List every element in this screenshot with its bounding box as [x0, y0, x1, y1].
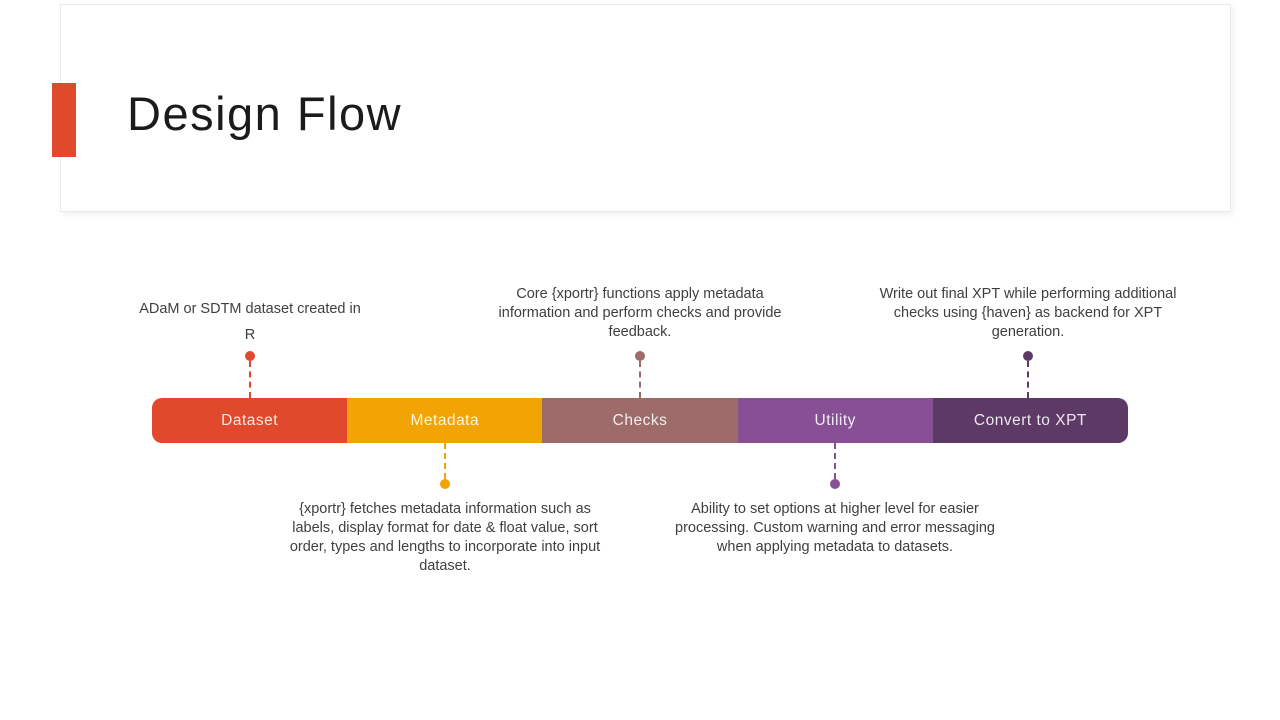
connector-dot — [635, 351, 645, 361]
connector-dot — [245, 351, 255, 361]
stage-metadata-label: Metadata — [410, 411, 480, 429]
stage-metadata-description: {xportr} fetches metadata information su… — [289, 501, 601, 575]
stage-utility-label: Utility — [814, 411, 856, 429]
stage-utility: Utility — [737, 398, 933, 443]
stage-checks: Checks — [542, 398, 738, 443]
connector-line — [639, 361, 641, 398]
process-bar: Dataset Metadata Checks Utility Convert … — [152, 398, 1128, 443]
stage-dataset-description: ADaM or SDTM dataset created in R — [139, 301, 361, 344]
connector-line — [834, 443, 836, 479]
connector-dot — [830, 479, 840, 489]
stage-dataset: Dataset — [152, 398, 348, 443]
connector-dot — [1023, 351, 1033, 361]
stage-convert-to-xpt-description: Write out final XPT while performing add… — [879, 286, 1177, 341]
connector-line — [444, 443, 446, 479]
page-title: Design Flow — [127, 87, 403, 140]
title-box — [60, 4, 1231, 212]
connector-checks — [635, 351, 645, 398]
connector-dot — [440, 479, 450, 489]
connector-utility — [830, 443, 840, 489]
stage-utility-description: Ability to set options at higher level f… — [675, 501, 995, 556]
connector-dataset — [245, 351, 255, 398]
stage-checks-label: Checks — [612, 411, 668, 429]
stage-metadata: Metadata — [347, 398, 543, 443]
stage-convert-to-xpt-label: Convert to XPT — [973, 411, 1087, 429]
connector-convert-to-xpt — [1023, 351, 1033, 398]
stage-convert-to-xpt: Convert to XPT — [932, 398, 1128, 443]
connector-line — [1027, 361, 1029, 398]
title-accent-bar — [52, 83, 76, 157]
connector-line — [249, 361, 251, 398]
connector-metadata — [440, 443, 450, 489]
stage-checks-description: Core {xportr} functions apply metadata i… — [498, 286, 782, 341]
stage-dataset-label: Dataset — [221, 411, 279, 429]
